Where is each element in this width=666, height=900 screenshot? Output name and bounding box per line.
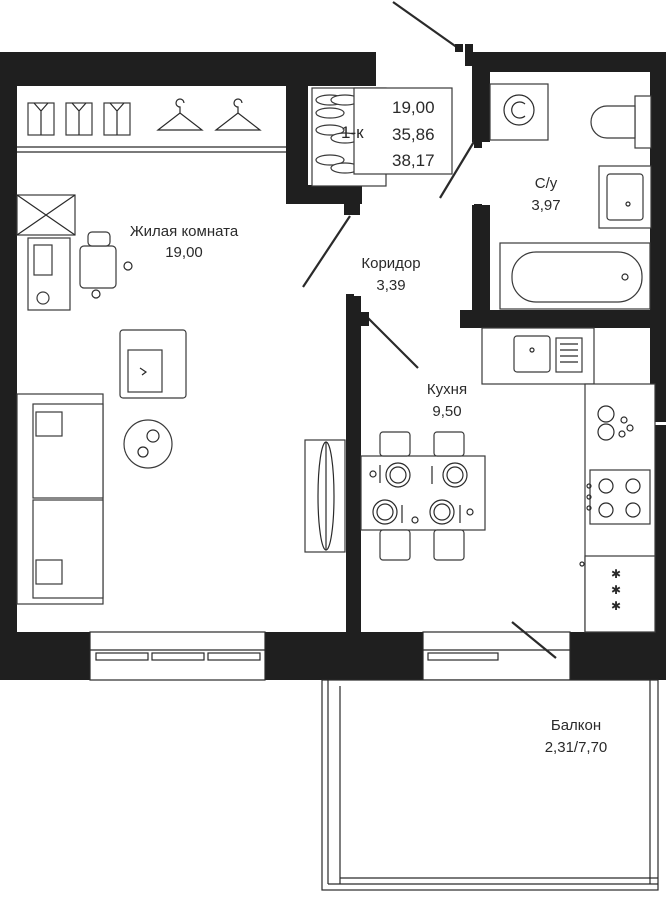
wall-post — [344, 195, 360, 215]
kitchen-name: Кухня — [427, 381, 467, 398]
kitchen-door — [367, 317, 419, 369]
wall-bath-bottom — [460, 310, 666, 328]
wall-bottom-left — [0, 632, 90, 680]
kitchen-sink-icon — [481, 327, 595, 385]
balcony-door — [511, 621, 557, 659]
wall-bottom-middle — [265, 632, 423, 680]
wall-left — [0, 52, 17, 679]
living-room-name: Жилая комната — [130, 223, 239, 240]
wall-living-kitchen — [346, 296, 361, 680]
bathroom-fixtures — [489, 83, 652, 310]
bathroom-name: С/у — [535, 175, 558, 192]
svg-text:✱: ✱ — [611, 567, 621, 581]
shirt-icon — [65, 102, 93, 136]
wall-pillar-living — [286, 52, 308, 204]
shoe-icon — [315, 94, 360, 119]
hanger-icon — [214, 98, 262, 131]
tv-stand-icon — [304, 439, 346, 553]
wall-top-living — [0, 52, 306, 86]
wall-wardrobe-bottom — [286, 185, 362, 204]
doors — [302, 1, 557, 659]
svg-text:✱: ✱ — [611, 599, 621, 613]
wall-right-bottom — [655, 425, 666, 680]
hanger-icon — [156, 98, 204, 131]
shirt-icon — [27, 102, 55, 136]
wall-top-bath — [472, 52, 666, 72]
corridor-area: 3,39 — [376, 277, 405, 294]
svg-text:✱: ✱ — [611, 583, 621, 597]
balcony-area: 2,31/7,70 — [545, 739, 608, 756]
wall-top-wardrobe — [286, 52, 376, 86]
apartment-info: 1-к 19,00 35,86 38,17 — [341, 87, 453, 175]
living-room-door — [302, 215, 351, 288]
living-room-area: 19,00 — [165, 244, 203, 261]
area-living-value: 19,00 — [392, 98, 435, 117]
wall-bottom-right — [570, 632, 666, 680]
shirt-icon — [103, 102, 131, 136]
shoe-icon — [315, 154, 360, 174]
stove-icon — [586, 469, 651, 525]
bathroom-area: 3,97 — [531, 197, 560, 214]
area-total-balcony-value: 38,17 — [392, 151, 435, 170]
room-labels: Жилая комната 19,00 Коридор 3,39 С/у 3,9… — [130, 175, 607, 756]
cabinet-icon — [16, 194, 76, 236]
dining-table-icon — [360, 431, 486, 561]
wall-bath-left-top — [472, 52, 490, 142]
wall-bath-left — [472, 205, 490, 328]
toilet-icon — [590, 95, 652, 149]
entrance-door — [392, 1, 459, 49]
wall-right-top — [650, 52, 666, 422]
area-total-value: 35,86 — [392, 125, 435, 144]
bathroom-door — [439, 139, 476, 199]
window-living — [89, 631, 266, 681]
desk-icon — [27, 237, 71, 311]
balcony — [321, 679, 659, 891]
walls — [0, 52, 666, 680]
chair-icon — [79, 231, 133, 299]
kitchen-area: 9,50 — [432, 403, 461, 420]
washing-machine-icon — [489, 83, 549, 141]
sofa-icon — [16, 393, 104, 605]
sink-icon — [598, 165, 652, 229]
coffee-table-icon — [123, 419, 173, 469]
apartment-type: 1-к — [341, 123, 364, 142]
armchair-icon — [119, 329, 187, 399]
hood-icon — [597, 405, 634, 441]
balcony-name: Балкон — [551, 717, 601, 734]
fridge-icon: ✱ ✱ ✱ — [579, 555, 656, 633]
kitchen-furniture: ✱ ✱ ✱ — [360, 327, 656, 633]
window-kitchen — [422, 631, 571, 681]
corridor-name: Коридор — [361, 255, 420, 272]
living-room-furniture — [16, 98, 346, 605]
bathtub-icon — [499, 242, 651, 310]
